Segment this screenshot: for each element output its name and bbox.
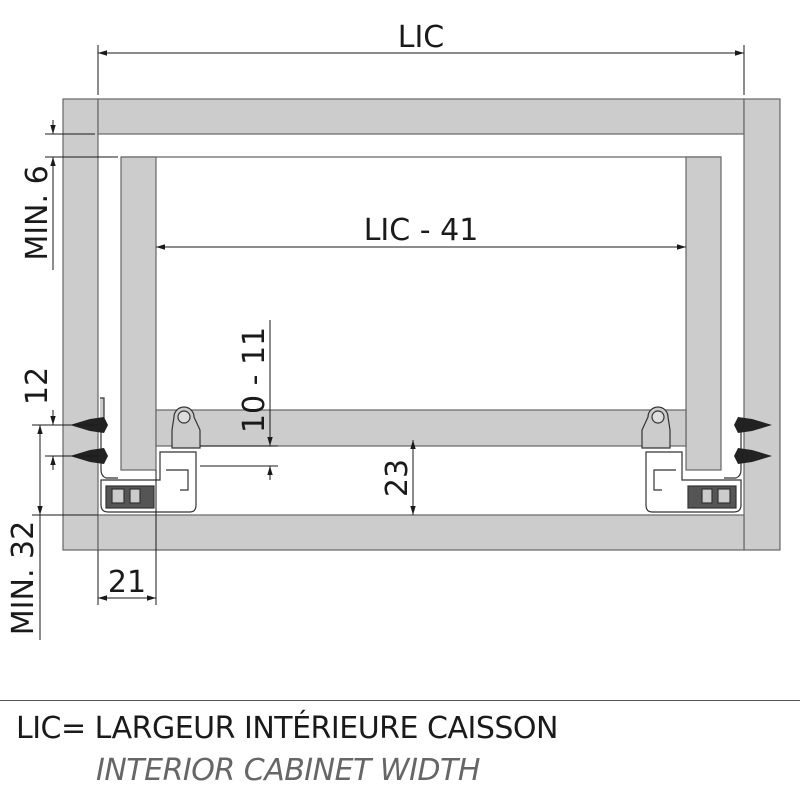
dim-12: 12 [20,367,55,405]
dim-21: 21 [108,565,146,600]
legend-english: INTERIOR CABINET WIDTH [96,753,480,788]
dimension-lines [32,45,745,640]
cabinet [62,98,781,551]
right-runner [641,406,742,513]
drawer-bottom [155,409,687,447]
legend-box: LIC= LARGEUR INTÉRIEURE CAISSON INTERIOR… [0,700,800,800]
dim-10-11: 10 - 11 [237,327,272,433]
dim-23: 23 [380,459,415,497]
dim-lic-minus-41: LIC - 41 [364,213,479,248]
dim-min-6: MIN. 6 [20,165,55,260]
left-runner [100,397,201,513]
dim-min-32: MIN. 32 [6,521,41,635]
drawer-right-side [685,156,722,471]
drawer-left-side [120,156,157,471]
cabinet-bottom [97,514,745,551]
dim-lic: LIC [398,20,445,55]
diagram-drawing: LIC LIC - 41 MIN. 6 12 MIN. 32 21 10 - 1… [6,20,781,640]
cabinet-top [97,98,745,135]
screw-icon [734,417,772,464]
drawer [120,156,722,471]
cabinet-left-side [62,98,99,551]
legend-french: LIC= LARGEUR INTÉRIEURE CAISSON [16,711,558,746]
cabinet-right-side [743,98,781,551]
